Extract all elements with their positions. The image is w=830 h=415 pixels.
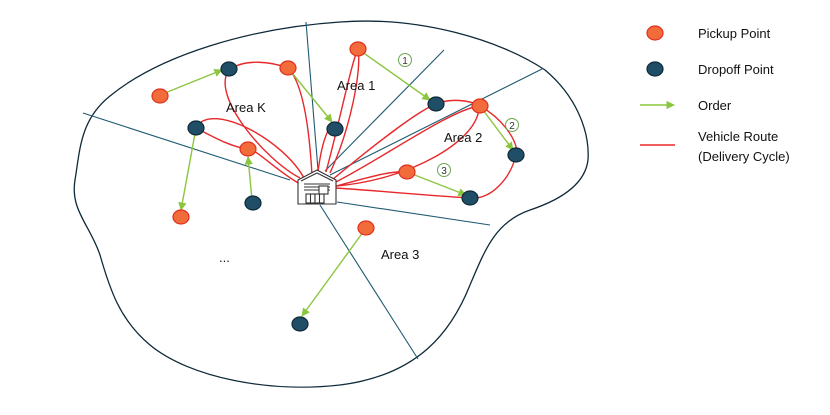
legend-order-label: Order: [698, 98, 732, 113]
order-number-3: 3: [441, 166, 447, 177]
legend: Pickup Point Dropoff Point Order Vehicle…: [640, 25, 790, 164]
order-arrow: [301, 227, 367, 317]
divider-line: [319, 204, 419, 360]
dropoff-point: [326, 121, 344, 137]
pickup-point: [349, 41, 367, 57]
order-number-1: 1: [402, 56, 408, 67]
dropoff-point: [461, 190, 479, 206]
divider-line: [82, 112, 291, 181]
divider-line: [336, 201, 491, 226]
dropoff-point: [507, 147, 525, 163]
order-arrow: [244, 156, 253, 201]
pickup-points: [151, 41, 489, 236]
order-number-badges: 1 2 3: [398, 53, 519, 177]
dropoff-point: [220, 61, 238, 77]
divider-line: [329, 68, 543, 176]
order-number-badge: [505, 118, 519, 132]
area-k-label: Area K: [226, 100, 266, 115]
order-number-2: 2: [509, 121, 515, 132]
legend-route-label: Vehicle Route: [698, 129, 778, 144]
order-arrow: [479, 105, 514, 151]
order-number-badge: [437, 163, 451, 177]
pickup-point: [239, 141, 257, 157]
legend-pickup-marker: [646, 25, 664, 41]
pickup-point: [398, 164, 416, 180]
legend-dropoff-label: Dropoff Point: [698, 62, 774, 77]
vehicle-routes: [195, 46, 518, 199]
service-region-boundary: [73, 20, 589, 388]
area-3-label: Area 3: [381, 247, 419, 262]
area-2-label: Area 2: [444, 130, 482, 145]
route-area-k-inner: [195, 117, 306, 185]
pickup-point: [279, 60, 297, 76]
area-1-label: Area 1: [337, 78, 375, 93]
order-arrow: [178, 127, 197, 211]
legend-pickup-label: Pickup Point: [698, 26, 771, 41]
orders: [159, 48, 514, 317]
legend-route-sublabel: (Delivery Cycle): [698, 149, 790, 164]
dropoff-point: [427, 96, 445, 112]
route-area-k-outer: [224, 61, 313, 179]
pickup-point: [151, 88, 169, 104]
order-number-badge: [398, 53, 412, 67]
more-areas-ellipsis: ...: [219, 250, 230, 265]
area-dividers: [82, 21, 543, 360]
pickup-point: [357, 220, 375, 236]
pickup-point: [471, 98, 489, 114]
route-area-1: [317, 46, 360, 174]
dropoff-point: [244, 195, 262, 211]
order-arrow: [287, 67, 333, 123]
dropoff-points: [187, 61, 525, 332]
dropoff-point: [187, 120, 205, 136]
divider-line: [305, 21, 319, 171]
dropoff-point: [291, 316, 309, 332]
warehouse-icon: [297, 169, 337, 205]
pickup-point: [172, 209, 190, 225]
route-area-2-outer: [331, 99, 518, 199]
divider-line: [324, 49, 445, 172]
order-arrow: [159, 68, 223, 96]
order-arrow: [357, 48, 431, 101]
legend-dropoff-marker: [646, 61, 664, 77]
order-arrow: [406, 171, 467, 197]
